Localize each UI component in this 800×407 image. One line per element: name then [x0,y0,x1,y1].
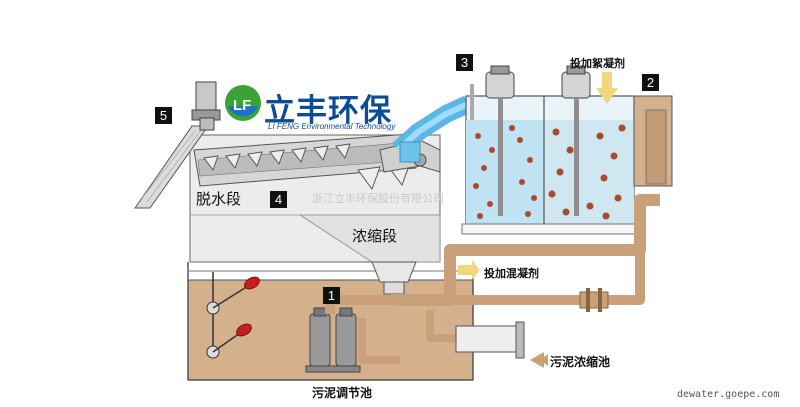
mixing-tanks [461,95,673,235]
coagulant-label: 投加混凝剂 [484,267,539,280]
regulating-tank-label: 污泥调节池 [312,386,373,400]
brand-logo-icon: LF [225,85,261,121]
watermark: 浙江立丰环保股份有限公司 [312,192,444,205]
brand-subtitle: LI FENG Environmental Technology [268,122,396,131]
feed-pipe [391,95,472,163]
marker-3: 3 [456,54,473,71]
marker-5: 5 [155,107,172,124]
pipe-valve [579,288,609,312]
marker-2: 2 [642,74,659,91]
flocculant-arrow [596,72,618,104]
svg-text:LF: LF [233,97,251,114]
thickening-tank-arrow [530,352,544,368]
footer-url[interactable]: dewater.goepe.com [677,389,780,400]
sludge-pumps [305,307,361,373]
float-switches [206,272,260,359]
thickening-tank-label: 污泥浓缩池 [550,355,611,369]
concentration-tank-feed [455,321,548,366]
agitators [470,65,591,216]
flocculant-label: 投加絮凝剂 [570,57,625,70]
coagulant-arrow [458,260,480,280]
screw-press [193,133,441,191]
brand-name: 立丰环保 [264,93,392,129]
marker-4: 4 [270,191,287,208]
thickening-label: 浓缩段 [352,227,398,245]
sludge-floc-dots [473,124,626,220]
screw-drive-motor [191,81,221,131]
sludge-pipes [325,194,660,364]
dewatering-label: 脱水段 [196,190,242,208]
marker-1: 1 [323,287,340,304]
